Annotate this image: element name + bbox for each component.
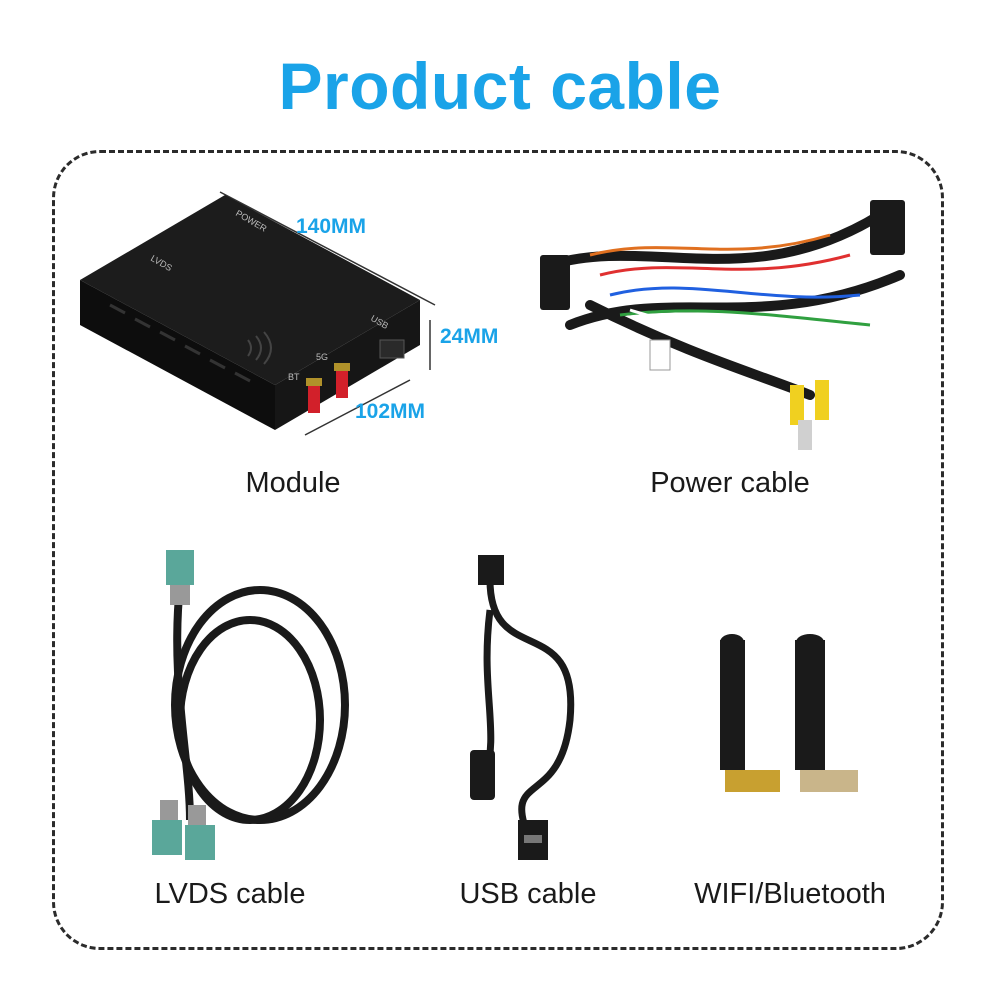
product-frame <box>52 150 944 950</box>
module-label: Module <box>245 467 341 499</box>
dimension-length: 140MM <box>296 215 367 238</box>
page-title: Product cable <box>278 49 722 123</box>
antenna-image <box>720 634 858 792</box>
module-image: LVDS POWER USB BT 5G <box>80 191 436 436</box>
usb-cable-label: USB cable <box>459 878 597 910</box>
lvds-cable-image <box>152 550 349 860</box>
usb-cable-image <box>470 555 575 860</box>
power-cable-image <box>540 200 905 450</box>
module-5g-label: 5G <box>316 352 328 362</box>
dimension-width: 102MM <box>355 400 426 423</box>
wifi-bluetooth-label: WIFI/Bluetooth <box>694 878 886 910</box>
dimension-height: 24MM <box>440 325 499 348</box>
lvds-cable-label: LVDS cable <box>154 878 306 910</box>
module-bt-label: BT <box>288 372 300 382</box>
power-cable-label: Power cable <box>650 467 810 499</box>
